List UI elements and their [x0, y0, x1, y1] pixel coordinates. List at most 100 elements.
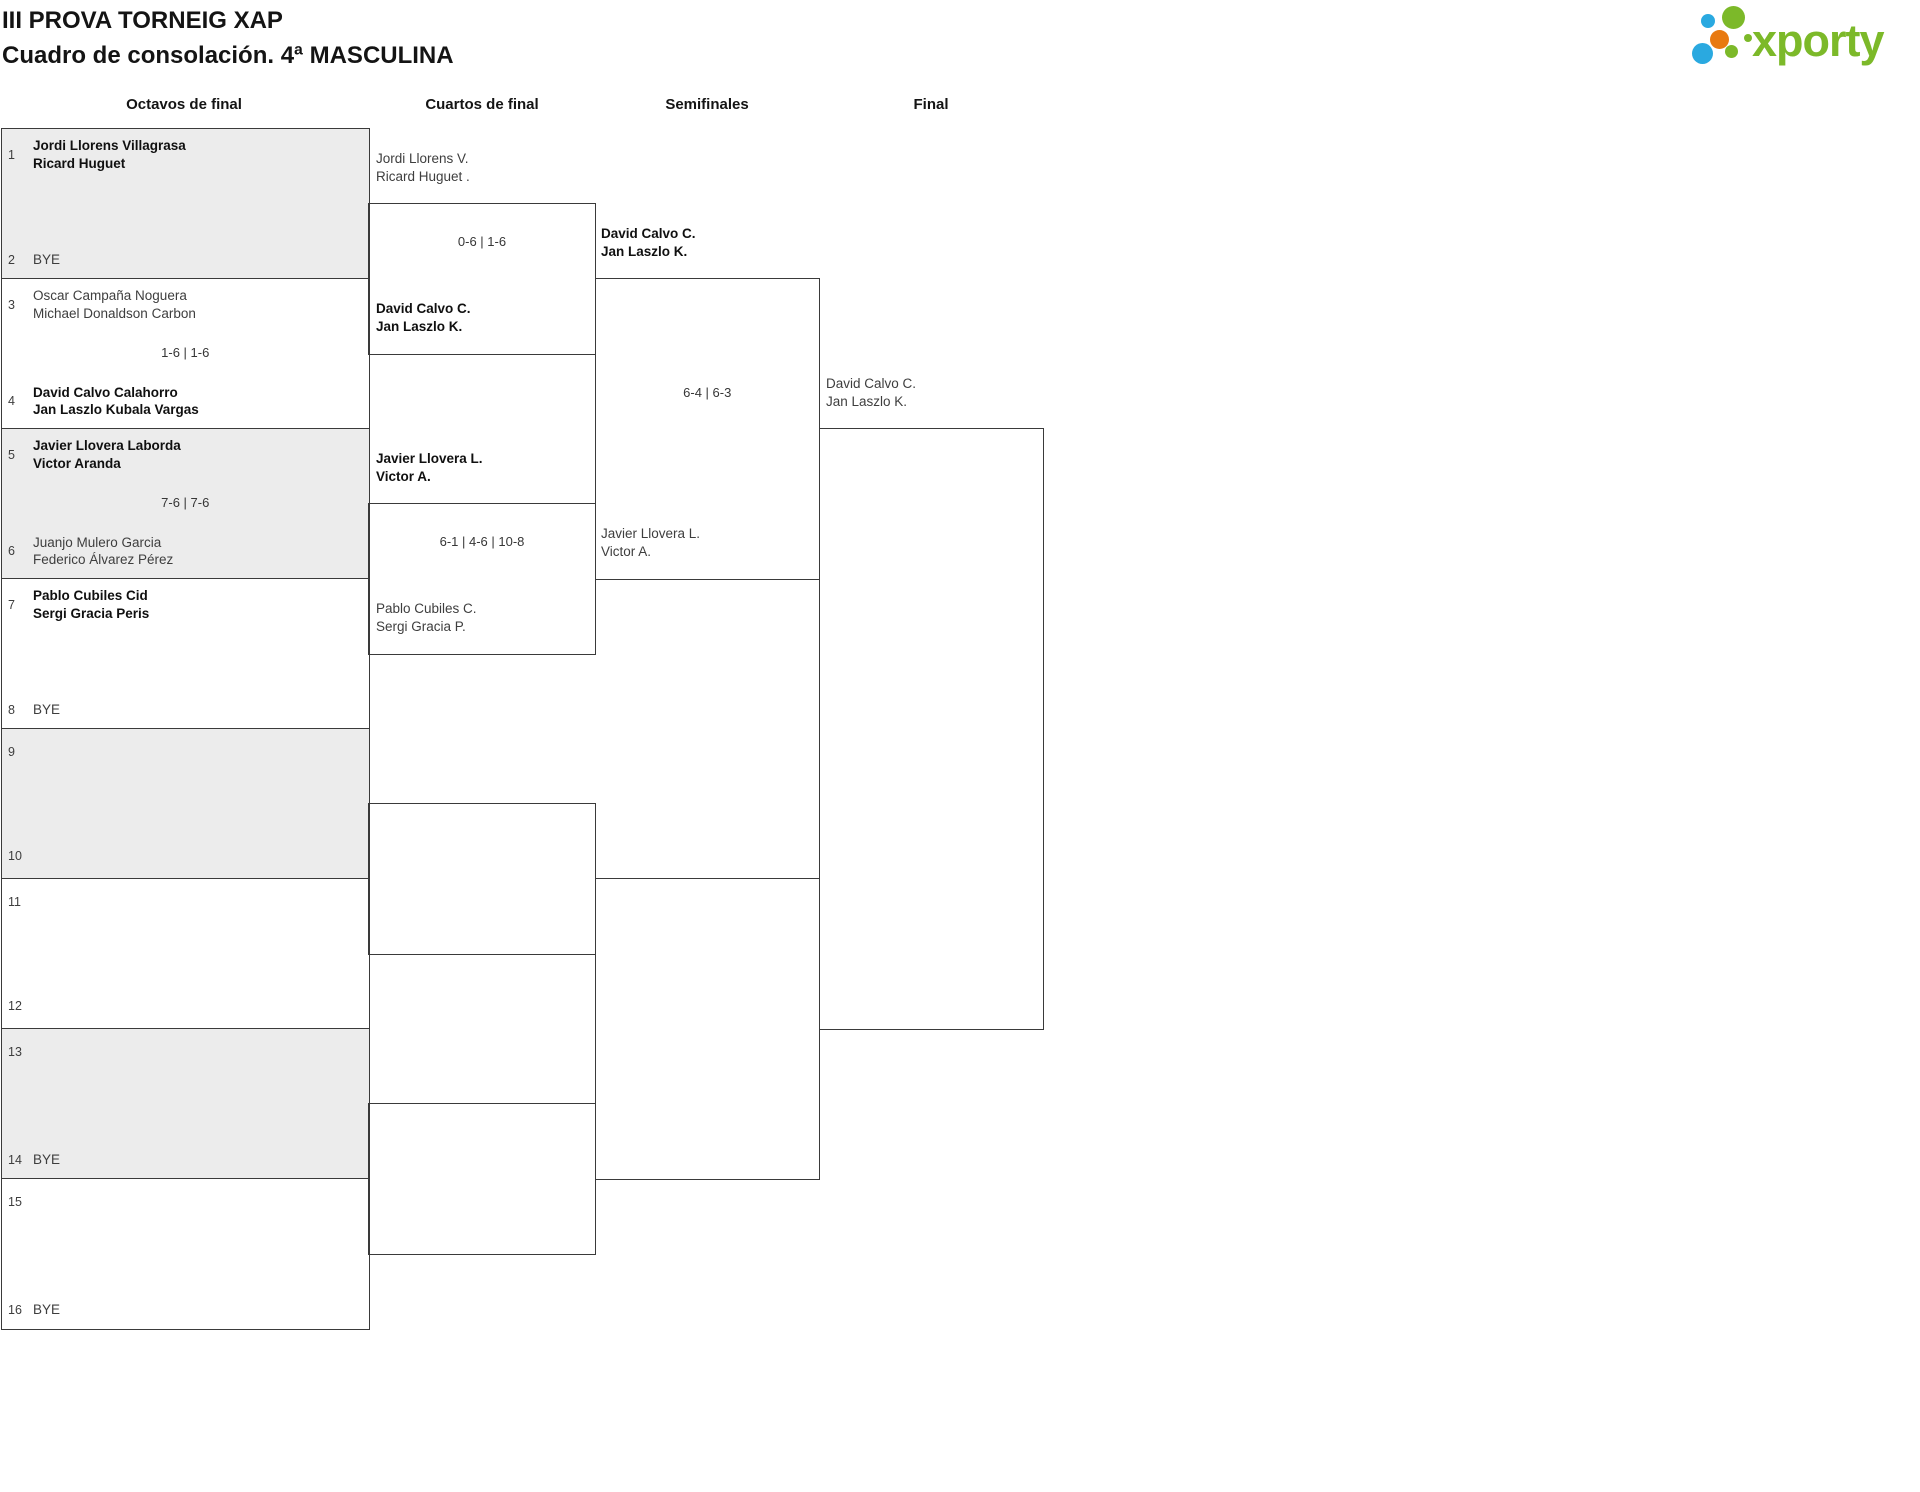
entry-team-names: Pablo Cubiles Cid Sergi Gracia Peris: [33, 587, 149, 622]
bracket-entry-3: 3 Oscar Campaña Noguera Michael Donaldso…: [8, 287, 361, 322]
entry-seed: 12: [8, 998, 22, 1013]
player-2-name: Sergi Gracia Peris: [33, 605, 150, 621]
player-1-name: Pablo Cubiles Cid: [33, 588, 148, 603]
advancing-team-qf1-top: Jordi Llorens V. Ricard Huguet .: [376, 150, 470, 185]
entry-team-names: BYE: [33, 1151, 60, 1169]
round-header-semifinales: Semifinales: [665, 96, 749, 113]
player-2-name: Jan Laszlo Kubala Vargas: [33, 402, 199, 417]
player-1-name: David Calvo Calahorro: [33, 384, 178, 400]
entry-seed: 5: [8, 447, 15, 462]
player-2-name: Jan Laszlo K.: [826, 393, 908, 409]
player-1-name: Oscar Campaña Noguera: [33, 288, 187, 303]
player-2-name: Jan Laszlo K.: [601, 243, 688, 259]
entry-seed: 3: [8, 297, 15, 312]
entry-team-names: BYE: [33, 251, 60, 269]
player-1-name: Javier Llovera L.: [376, 451, 483, 466]
entry-seed: 6: [8, 544, 15, 558]
entry-seed: 4: [8, 394, 15, 408]
bracket-entry-2: 2 BYE: [8, 251, 361, 269]
bracket-entry-8: 8 BYE: [8, 701, 361, 719]
advancing-team-sf1-bottom: Javier Llovera L. Victor A.: [601, 525, 700, 560]
match-score-qf1: 0-6 | 1-6: [457, 234, 507, 249]
logo-dot-blue-large-icon: [1691, 42, 1713, 64]
sf-match-box-2: [594, 878, 820, 1180]
advancing-team-sf1-top: David Calvo C. Jan Laszlo K.: [601, 225, 696, 260]
entry-team-names: Javier Llovera Laborda Victor Aranda: [33, 437, 181, 472]
bye-label: BYE: [33, 1152, 61, 1167]
entry-team-names: Oscar Campaña Noguera Michael Donaldson …: [33, 287, 196, 322]
page-title: III PROVA TORNEIG XAP Cuadro de consolac…: [2, 3, 454, 73]
entry-seed: 7: [8, 597, 15, 612]
bracket-entry-15: 15: [8, 1195, 361, 1209]
r16-match-4: 7 Pablo Cubiles Cid Sergi Gracia Peris 8…: [1, 578, 370, 730]
bracket-entry-9: 9: [8, 745, 361, 759]
entry-team-names: BYE: [33, 1301, 60, 1319]
player-1-name: Jordi Llorens Villagrasa: [33, 138, 186, 153]
entry-seed: 8: [8, 702, 15, 717]
qf-match-box-4: [368, 1103, 596, 1255]
bracket-entry-5: 5 Javier Llovera Laborda Victor Aranda: [8, 437, 361, 472]
bracket-entry-1: 1 Jordi Llorens Villagrasa Ricard Huguet: [8, 137, 361, 172]
entry-team-names: David Calvo Calahorro Jan Laszlo Kubala …: [33, 384, 199, 419]
player-1-name: David Calvo C.: [376, 301, 471, 316]
player-1-name: Juanjo Mulero Garcia: [33, 534, 162, 550]
bracket-entry-13: 13: [8, 1045, 361, 1059]
player-2-name: Jan Laszlo K.: [376, 318, 463, 334]
final-match-box: [818, 428, 1044, 1030]
bye-label: BYE: [33, 1302, 61, 1317]
logo-dot-orange-icon: [1709, 29, 1729, 49]
entry-seed: 2: [8, 252, 15, 267]
r16-match-6: 11 12: [1, 878, 370, 1030]
bracket-entry-14: 14 BYE: [8, 1151, 361, 1169]
player-2-name: Ricard Huguet .: [376, 168, 470, 184]
bracket-entry-12: 12: [8, 999, 361, 1013]
entry-team-names: Jordi Llorens Villagrasa Ricard Huguet: [33, 137, 186, 172]
logo-dot-green-small-icon: [1724, 45, 1738, 58]
entry-seed: 14: [8, 1152, 22, 1167]
round-header-cuartos: Cuartos de final: [425, 96, 539, 113]
r16-match-8: 15 16 BYE: [1, 1178, 370, 1330]
r16-match-1: 1 Jordi Llorens Villagrasa Ricard Huguet…: [1, 128, 370, 280]
tournament-name: III PROVA TORNEIG XAP: [2, 7, 283, 34]
entry-seed: 16: [8, 1302, 22, 1317]
match-score-sf1: 6-4 | 6-3: [683, 385, 732, 400]
bye-label: BYE: [33, 702, 61, 717]
qf-match-box-3: [368, 803, 596, 955]
r16-match-5: 9 10: [1, 728, 370, 880]
match-score-qf2: 6-1 | 4-6 | 10-8: [439, 534, 525, 549]
round-header-final: Final: [913, 96, 949, 113]
r16-match-3: 5 Javier Llovera Laborda Victor Aranda 7…: [1, 428, 370, 580]
bracket-entry-6: 6 Juanjo Mulero Garcia Federico Álvarez …: [8, 534, 361, 569]
advancing-team-final-top: David Calvo C. Jan Laszlo K.: [826, 375, 916, 410]
bracket-entry-16: 16 BYE: [8, 1301, 361, 1319]
logo-dot-green-large-icon: [1721, 6, 1745, 29]
player-1-name: David Calvo C.: [826, 376, 917, 391]
entry-team-names: BYE: [33, 701, 60, 719]
bracket-entry-11: 11: [8, 895, 361, 909]
logo-wordmark: xporty: [1752, 15, 1885, 66]
bracket-entry-10: 10: [8, 849, 361, 863]
player-2-name: Victor A.: [376, 468, 431, 484]
logo-dot-green-tiny-icon: [1744, 34, 1752, 42]
player-2-name: Michael Donaldson Carbon: [33, 305, 196, 321]
advancing-team-qf2-bottom: Pablo Cubiles C. Sergi Gracia P.: [376, 600, 477, 635]
entry-seed: 15: [8, 1195, 22, 1209]
player-1-name: Javier Llovera Laborda: [33, 438, 181, 453]
entry-seed: 10: [8, 848, 22, 863]
advancing-team-qf1-bottom: David Calvo C. Jan Laszlo K.: [376, 300, 471, 335]
player-1-name: Javier Llovera L.: [601, 526, 701, 541]
match-score: 7-6 | 7-6: [161, 495, 210, 510]
r16-match-2: 3 Oscar Campaña Noguera Michael Donaldso…: [1, 278, 370, 430]
entry-seed: 13: [8, 1045, 22, 1059]
player-2-name: Victor Aranda: [33, 455, 121, 471]
player-2-name: Ricard Huguet: [33, 155, 126, 171]
bye-label: BYE: [33, 252, 61, 267]
bracket-entry-4: 4 David Calvo Calahorro Jan Laszlo Kubal…: [8, 384, 361, 419]
match-score: 1-6 | 1-6: [161, 345, 210, 360]
player-2-name: Sergi Gracia P.: [376, 618, 466, 634]
advancing-team-qf2-top: Javier Llovera L. Victor A.: [376, 450, 483, 485]
logo-dot-blue-small-icon: [1701, 14, 1715, 28]
entry-seed: 9: [8, 745, 15, 759]
bracket-entry-7: 7 Pablo Cubiles Cid Sergi Gracia Peris: [8, 587, 361, 622]
